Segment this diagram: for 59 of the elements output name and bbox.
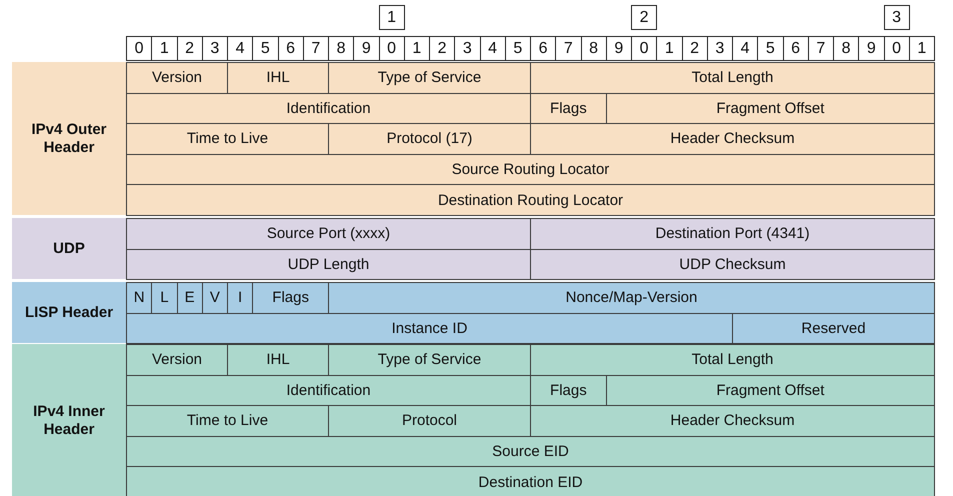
packet-field: Source Routing Locator	[126, 154, 935, 186]
section-label: IPv4 Outer Header	[30, 120, 108, 158]
bit-number: 6	[278, 36, 304, 61]
bit-number: 3	[884, 5, 910, 30]
packet-field: Destination Port (4341)	[530, 218, 935, 250]
packet-field: Reserved	[732, 312, 935, 344]
packet-field: Destination Routing Locator	[126, 184, 935, 216]
bit-number: 5	[504, 36, 531, 61]
section-label: IPv4 Inner Header	[32, 402, 106, 440]
header-band	[12, 218, 934, 280]
bit-number: 9	[606, 36, 632, 61]
bit-number: 1	[656, 36, 682, 61]
bit-number: 0	[631, 36, 658, 61]
packet-field: Source EID	[126, 436, 935, 468]
packet-field: UDP Checksum	[530, 248, 935, 280]
bit-number: 5	[252, 36, 278, 61]
bit-number: 7	[555, 36, 582, 61]
bit-number: 0	[126, 36, 152, 61]
packet-field: Instance ID	[126, 312, 733, 344]
section-label: UDP	[52, 238, 86, 259]
bit-number: 2	[429, 36, 456, 61]
packet-field: Total Length	[530, 62, 935, 94]
bit-number: 2	[176, 36, 203, 61]
packet-field: Total Length	[530, 344, 935, 376]
bit-number: 8	[833, 36, 860, 61]
bit-number: 2	[631, 5, 658, 30]
header-band	[12, 282, 934, 344]
packet-field: Destination EID	[126, 466, 935, 496]
packet-field: Version	[126, 62, 228, 94]
header-band	[12, 344, 934, 496]
header-band	[12, 62, 934, 215]
bit-number: 9	[353, 36, 380, 61]
bit-number: 4	[732, 36, 758, 61]
bit-number: 7	[808, 36, 834, 61]
bit-number: 3	[454, 36, 480, 61]
packet-field: Source Port (xxxx)	[126, 218, 531, 250]
bit-number: 5	[757, 36, 784, 61]
bit-number: 0	[884, 36, 910, 61]
bit-number: 1	[378, 5, 405, 30]
bit-number: 7	[302, 36, 329, 61]
bit-number: 1	[908, 36, 935, 61]
bit-number: 6	[530, 36, 556, 61]
packet-field: Version	[126, 344, 228, 376]
bit-number: 3	[202, 36, 228, 61]
bit-number: 4	[227, 36, 254, 61]
bit-number: 3	[706, 36, 733, 61]
bit-number: 8	[328, 36, 354, 61]
bit-number: 2	[682, 36, 708, 61]
bit-number: 1	[151, 36, 178, 61]
packet-field: N	[126, 282, 152, 314]
bit-number: 6	[782, 36, 809, 61]
bit-number: 8	[580, 36, 607, 61]
packet-field: UDP Length	[126, 248, 531, 280]
bit-number: 1	[404, 36, 430, 61]
bit-number: 4	[480, 36, 506, 61]
bit-number: 9	[858, 36, 884, 61]
section-label: LISP Header	[24, 302, 114, 323]
bit-number: 0	[378, 36, 405, 61]
packet-field: Nonce/Map-Version	[328, 282, 935, 314]
